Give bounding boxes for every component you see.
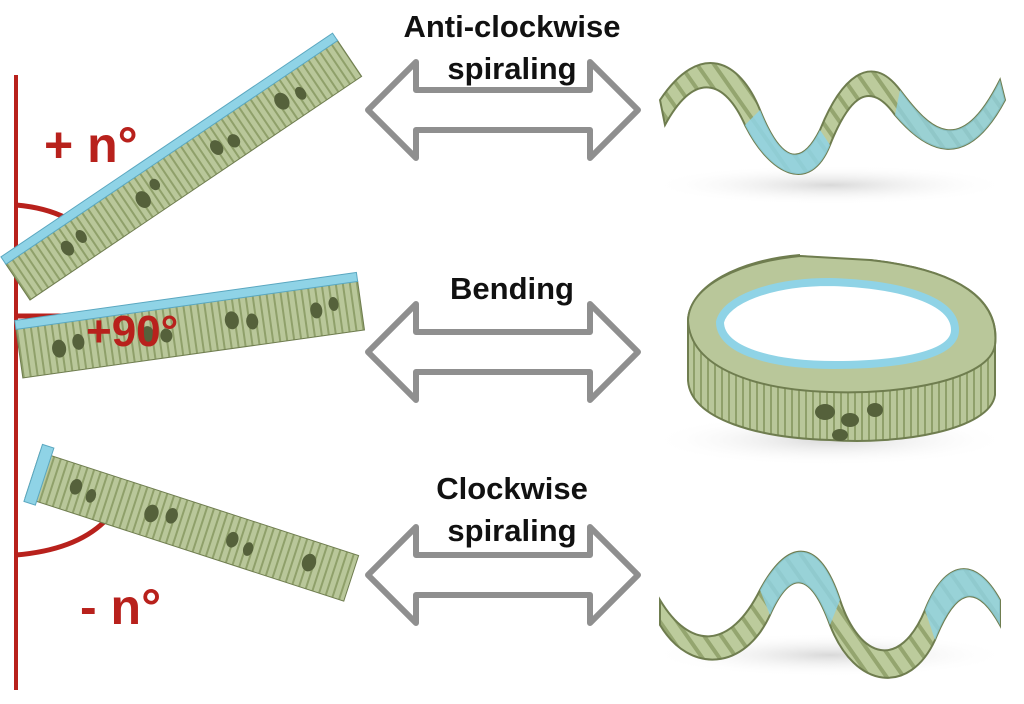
clockwise-label-line1: Clockwise: [436, 471, 588, 506]
right-angle-label: +90°: [86, 307, 179, 356]
strip-horizontal: [14, 271, 366, 379]
anti-clockwise-helix: [650, 62, 1010, 205]
anti-clockwise-label-line1: Anti-clockwise: [403, 9, 621, 44]
positive-angle-label: + n°: [44, 117, 138, 173]
strip-tilted-up: [0, 32, 363, 301]
negative-angle-label: - n°: [80, 579, 162, 635]
negative-angle-arc: [15, 520, 106, 558]
strip-tilted-down: [23, 443, 360, 602]
double-headed-arrow-icon: [368, 304, 638, 400]
clockwise-helix: [650, 550, 1010, 679]
clockwise-label-line2: spiraling: [447, 513, 577, 548]
bending-ring: [650, 254, 1010, 466]
anti-clockwise-label-line2: spiraling: [447, 51, 577, 86]
bending-label: Bending: [450, 271, 574, 306]
